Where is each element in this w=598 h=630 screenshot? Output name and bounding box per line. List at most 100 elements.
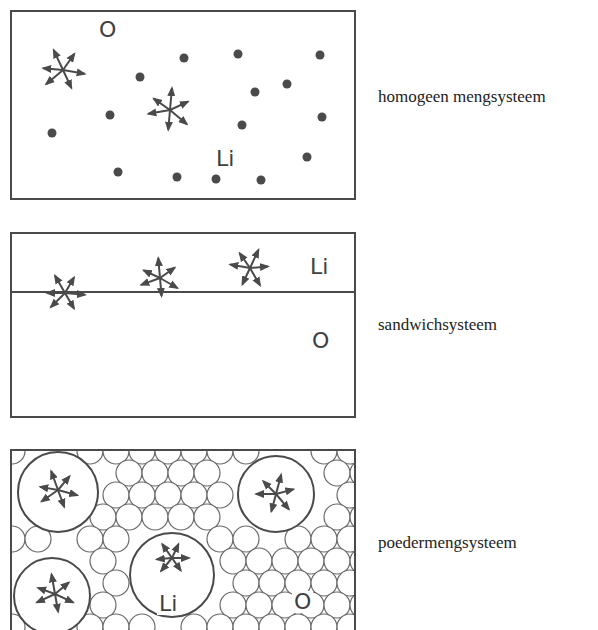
emission-arrow — [172, 558, 181, 571]
emission-arrow — [43, 68, 63, 70]
emission-arrow — [55, 276, 65, 293]
system-label: sandwichsysteem — [378, 316, 497, 335]
emission-arrow — [160, 268, 175, 278]
emission-star — [43, 50, 84, 88]
particle-dot — [212, 175, 221, 184]
particle-dot — [114, 168, 123, 177]
emission-arrow — [148, 110, 170, 114]
emission-arrow — [63, 54, 74, 70]
element-symbol: O — [97, 19, 118, 41]
emission-arrow — [37, 594, 55, 602]
emission-arrow — [65, 293, 85, 295]
emission-arrow — [42, 490, 58, 501]
element-symbol: Li — [214, 148, 236, 170]
emission-arrow — [256, 493, 276, 495]
particle-dot — [283, 80, 292, 89]
particle-dot — [238, 121, 247, 130]
system-label: homogeen mengsysteem — [378, 88, 546, 107]
large-grain — [14, 558, 90, 630]
emission-arrow — [55, 594, 58, 612]
small-grain — [337, 614, 354, 630]
particle-dot — [303, 153, 312, 162]
small-grain — [142, 504, 168, 530]
emission-arrow — [170, 110, 187, 124]
emission-arrow — [242, 268, 250, 284]
element-symbol: O — [292, 591, 313, 613]
emission-arrow — [58, 476, 70, 490]
emission-star — [141, 258, 177, 296]
emission-arrow — [55, 594, 73, 602]
interface-line — [10, 291, 356, 293]
emission-arrow — [47, 292, 65, 294]
emission-arrow — [65, 293, 74, 309]
large-grain — [238, 456, 314, 532]
particle-dot — [48, 129, 57, 138]
emission-arrow — [154, 99, 170, 110]
emission-arrow — [240, 253, 250, 268]
particle-dot — [316, 51, 325, 60]
emission-arrow — [276, 494, 289, 509]
emission-arrow — [168, 110, 170, 130]
emission-arrow — [38, 588, 55, 594]
particle-dot — [180, 54, 189, 63]
small-grain — [129, 614, 155, 630]
emission-arrow — [170, 88, 172, 110]
emission-arrow — [263, 481, 276, 494]
emission-star — [37, 574, 73, 611]
emission-arrow — [271, 494, 276, 511]
element-symbol: O — [310, 330, 331, 352]
small-grain — [233, 614, 259, 630]
emission-arrow — [40, 487, 58, 490]
emission-star — [47, 276, 85, 309]
emission-arrow — [172, 557, 189, 559]
emission-arrow — [58, 490, 77, 495]
element-symbol: Li — [157, 593, 179, 615]
small-grain — [181, 614, 207, 630]
particle-dot — [234, 50, 243, 59]
small-grain — [311, 614, 337, 630]
panel-box: Li O — [10, 449, 356, 630]
emission-arrow — [157, 558, 172, 559]
particle-dot — [136, 73, 145, 82]
large-grain — [18, 452, 98, 532]
emission-arrow — [144, 270, 160, 278]
emission-arrow — [54, 50, 63, 70]
emission-star — [230, 250, 268, 285]
small-grain — [12, 526, 25, 552]
emission-arrow — [276, 475, 281, 494]
small-grain — [12, 451, 25, 464]
particle-dot — [173, 173, 182, 182]
element-symbol: Li — [308, 256, 330, 278]
particle-dot — [257, 176, 266, 185]
emission-star — [148, 88, 188, 130]
emission-arrow — [65, 277, 74, 293]
emission-arrow — [160, 278, 177, 288]
emission-arrow — [162, 544, 172, 558]
emission-star — [256, 475, 293, 512]
emission-arrow — [172, 544, 178, 558]
emission-arrow — [63, 70, 71, 88]
emission-arrow — [250, 250, 258, 268]
emission-arrow — [141, 278, 160, 285]
emission-arrow — [46, 70, 63, 84]
particle-dot — [318, 113, 327, 122]
emission-arrow — [58, 490, 64, 507]
emission-arrow — [55, 582, 69, 594]
emission-arrow — [63, 70, 85, 74]
emission-arrow — [158, 258, 160, 278]
emission-arrow — [51, 293, 65, 307]
panel-box: LiO — [10, 232, 356, 418]
small-grain — [168, 504, 194, 530]
system-label: poedermengsysteem — [378, 534, 517, 553]
emission-arrow — [160, 278, 162, 296]
emission-arrow — [52, 574, 55, 594]
small-grain — [285, 614, 311, 630]
particle-dot — [106, 111, 115, 120]
small-grain — [259, 614, 285, 630]
emission-arrow — [51, 471, 58, 490]
emission-star — [157, 544, 189, 571]
panel-box: O Li — [10, 10, 356, 200]
emission-star — [40, 471, 77, 507]
emission-arrow — [250, 266, 268, 268]
particle-dot — [251, 88, 260, 97]
